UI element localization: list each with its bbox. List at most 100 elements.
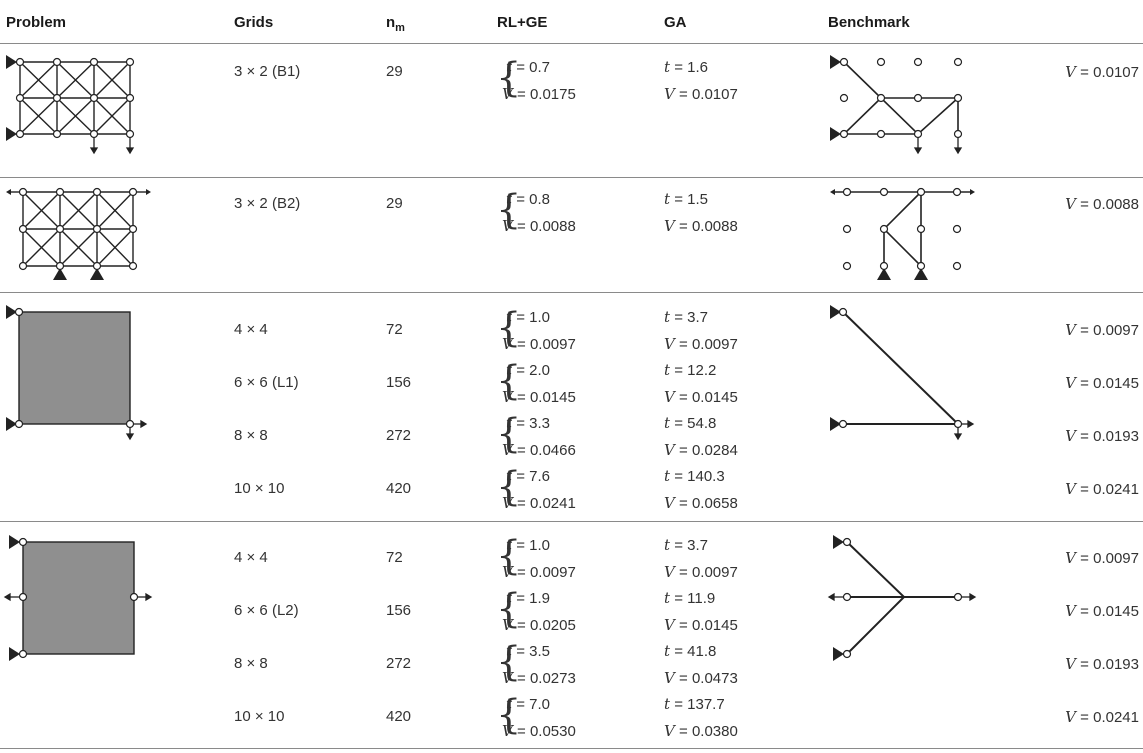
equals-sign: = (512, 643, 530, 660)
rlge-volume: V = 0.0145 (502, 384, 576, 411)
pin-support-icon (830, 417, 841, 431)
nm-cell: 72 (386, 549, 403, 566)
group-rule (0, 177, 1143, 178)
pin-support-icon (6, 55, 17, 69)
benchmark-volume-value: 0.0145 (1093, 375, 1139, 392)
v-symbol: V (664, 388, 675, 406)
v-symbol: V (1065, 655, 1076, 673)
ga-time-value: 54.8 (687, 415, 717, 432)
equals-sign: = (670, 415, 688, 432)
equals-sign: = (512, 415, 530, 432)
node-circle-icon (18, 187, 138, 271)
pin-support-icon (877, 268, 891, 280)
ga-volume: V = 0.0473 (664, 665, 738, 692)
ga-time-value: 140.3 (687, 468, 725, 485)
rlge-volume: V = 0.0097 (502, 331, 576, 358)
grid-cell: 10 × 10 (234, 708, 285, 725)
equals-sign: = (1076, 428, 1094, 445)
ga-time-value: 1.6 (687, 59, 708, 76)
brace-icon: { (496, 586, 522, 632)
equals-sign: = (512, 564, 530, 581)
nm-cell: 420 (386, 708, 412, 725)
benchmark-volume: V = 0.0107 (1065, 63, 1139, 81)
pin-support-icon (830, 127, 841, 141)
equals-sign: = (512, 336, 530, 353)
benchmark-b1-figure (830, 55, 963, 155)
rlge-time-value: 1.0 (529, 309, 550, 326)
ga-volume-value: 0.0107 (691, 86, 738, 103)
equals-sign: = (512, 218, 530, 235)
header-nm-sub: m (395, 22, 405, 34)
t-symbol: t (664, 414, 671, 432)
grid-cell: 8 × 8 (234, 427, 268, 444)
benchmark-volume: V = 0.0193 (1065, 427, 1139, 445)
node-circle-icon (838, 307, 963, 429)
equals-sign: = (512, 723, 530, 740)
rlge-volume: V = 0.0205 (502, 612, 576, 639)
v-symbol: V (664, 217, 675, 235)
v-symbol: V (664, 616, 675, 634)
node-circle-icon (18, 537, 139, 659)
v-symbol: V (1065, 374, 1076, 392)
benchmark-b2-figure (830, 187, 975, 280)
equals-sign: = (1076, 375, 1094, 392)
node-circle-icon (842, 187, 962, 271)
problem-b1-figure (6, 55, 135, 155)
design-domain (22, 541, 135, 655)
equals-sign: = (512, 389, 530, 406)
ga-time: t = 137.7 (664, 691, 738, 718)
load-arrow-icon (913, 138, 963, 155)
t-symbol: t (664, 695, 671, 713)
benchmark-volume-value: 0.0107 (1093, 64, 1139, 81)
rlge-volume: V = 0.0241 (502, 490, 576, 517)
header-problem: Problem (6, 14, 67, 31)
v-symbol: V (664, 441, 675, 459)
pin-support-icon (833, 535, 844, 549)
t-symbol: t (664, 308, 671, 326)
ga-volume-value: 0.0088 (691, 218, 738, 235)
load-arrow-icon (830, 189, 975, 195)
brace-icon: { (496, 464, 522, 510)
problem-b2-figure (6, 187, 151, 280)
equals-sign: = (1076, 550, 1094, 567)
ga-time: t = 11.9 (664, 585, 738, 612)
rlge-volume-value: 0.0530 (529, 723, 576, 740)
header-rule (0, 43, 1143, 44)
equals-sign: = (674, 389, 692, 406)
equals-sign: = (512, 362, 530, 379)
v-symbol: V (1065, 549, 1076, 567)
benchmark-volume-value: 0.0145 (1093, 603, 1139, 620)
equals-sign: = (1076, 322, 1094, 339)
pin-support-icon (53, 268, 67, 280)
equals-sign: = (674, 495, 692, 512)
pin-support-icon (9, 647, 20, 661)
ga-volume-value: 0.0380 (691, 723, 738, 740)
v-symbol: V (1065, 480, 1076, 498)
equals-sign: = (674, 723, 692, 740)
benchmark-volume-value: 0.0097 (1093, 322, 1139, 339)
equals-sign: = (1076, 481, 1094, 498)
grid-cell: 10 × 10 (234, 480, 285, 497)
rlge-volume-value: 0.0097 (529, 564, 576, 581)
rlge-time: t = 0.8 (506, 186, 576, 213)
v-symbol: V (664, 335, 675, 353)
v-symbol: V (1065, 427, 1076, 445)
ga-time: t = 140.3 (664, 463, 738, 490)
benchmark-volume: V = 0.0088 (1065, 195, 1139, 213)
v-symbol: V (664, 85, 675, 103)
ga-time-value: 3.7 (687, 537, 708, 554)
v-symbol: V (1065, 195, 1076, 213)
rlge-time-value: 2.0 (529, 362, 550, 379)
benchmark-volume-value: 0.0193 (1093, 656, 1139, 673)
ga-volume-value: 0.0145 (691, 389, 738, 406)
rlge-time-value: 0.7 (529, 59, 550, 76)
